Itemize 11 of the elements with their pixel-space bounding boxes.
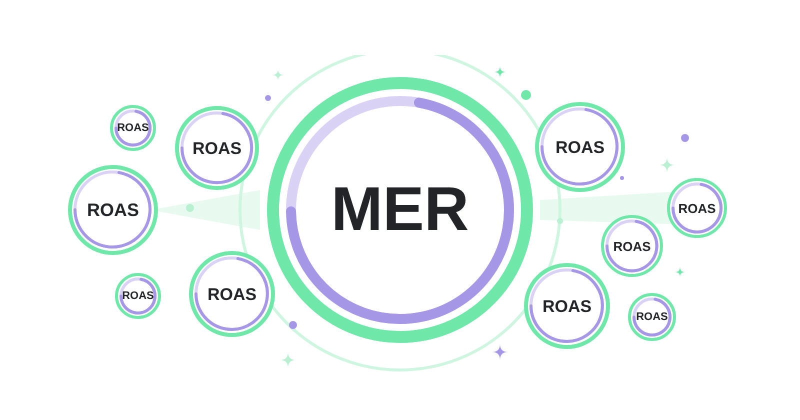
- ring-label: ROAS: [122, 290, 154, 302]
- ring-label: MER: [331, 179, 469, 241]
- ring-label: ROAS: [542, 298, 592, 314]
- ring-label: ROAS: [678, 202, 716, 214]
- ring-label: ROAS: [636, 312, 668, 322]
- ring-label: ROAS: [117, 122, 149, 134]
- ring-label: ROAS: [207, 286, 257, 302]
- ring-label: ROAS: [192, 140, 242, 156]
- ring-label: ROAS: [613, 240, 651, 252]
- ring-label: ROAS: [86, 201, 139, 219]
- ring-label: ROAS: [555, 138, 605, 156]
